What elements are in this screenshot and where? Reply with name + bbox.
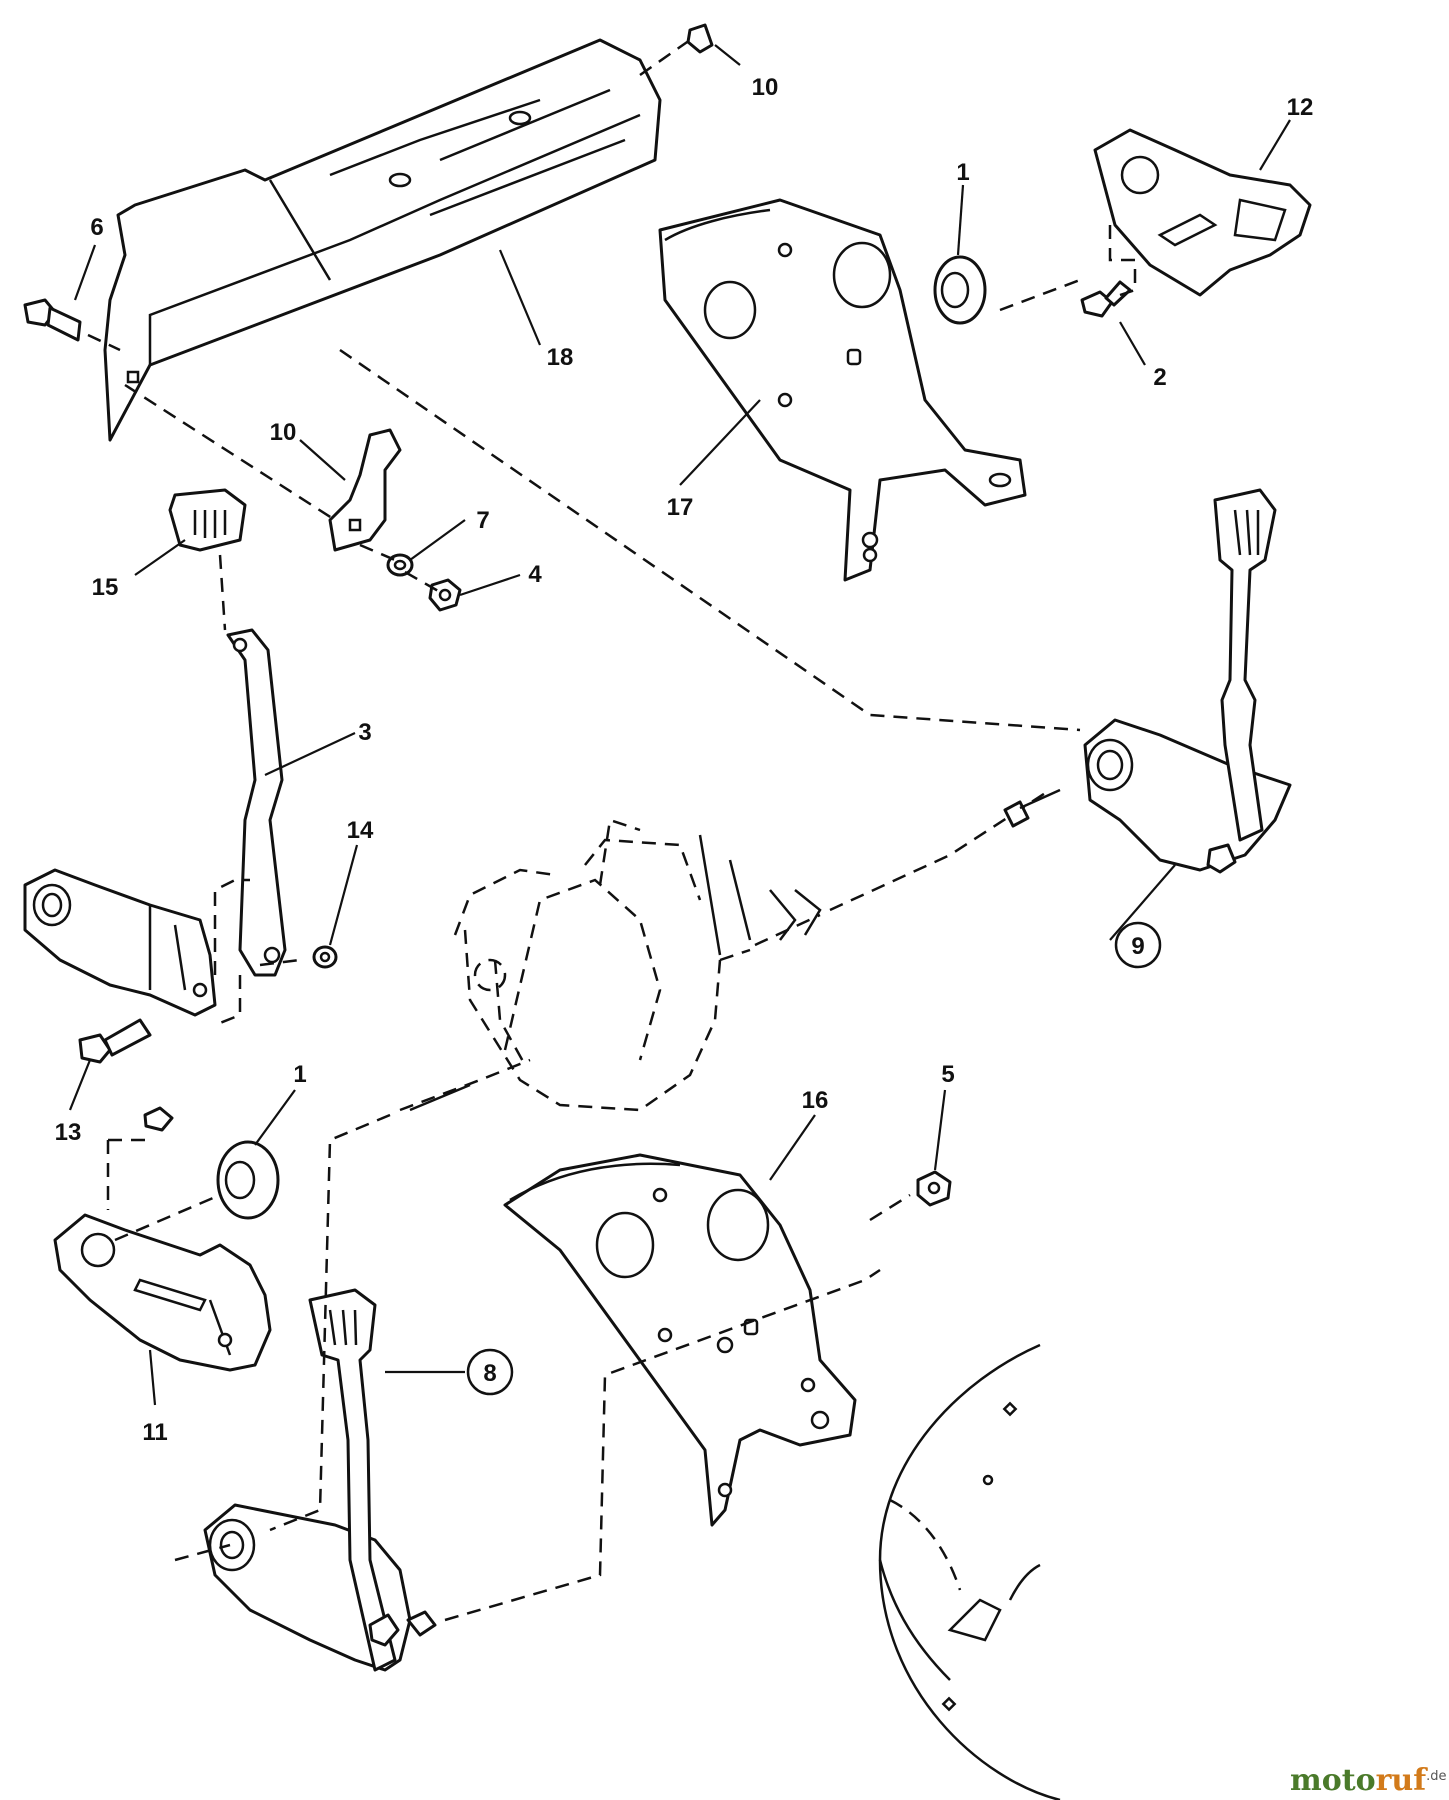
leader-lines: [68, 44, 1291, 1406]
callout-19: 18: [547, 344, 574, 371]
part-18-plate: [658, 198, 1027, 582]
svg-text:motoruf.de: motoruf.de: [1290, 1763, 1447, 1798]
callout-circle-8: [466, 1348, 514, 1396]
callout-18: 17: [667, 494, 694, 521]
callout-7: 7: [476, 507, 489, 534]
callout-14: 13: [55, 1119, 82, 1146]
part-11-lever: [328, 428, 402, 552]
callout-17: 16: [802, 1087, 829, 1114]
callout-2: 2: [1153, 364, 1166, 391]
part-1-bushing-bottom: [216, 1140, 280, 1220]
watermark-suffix: .de: [1426, 1769, 1446, 1784]
pulley-assembly: [399, 818, 722, 1112]
part-16-knob: [168, 488, 247, 552]
callout-4: 4: [528, 561, 542, 588]
part-15-washer: [312, 945, 338, 969]
callout-11: 10: [270, 419, 297, 446]
callout-5: 5: [941, 1061, 954, 1088]
left-mid-bracket: [23, 868, 217, 1017]
assembly-lines: [87, 38, 1137, 1622]
callout-9: 9: [1131, 933, 1144, 960]
part-1-bushing-top: [933, 255, 987, 325]
callout-10: 10: [752, 74, 779, 101]
callout-3: 3: [358, 719, 371, 746]
watermark-logo: motoruf.de: [1290, 1763, 1447, 1798]
part-6-bolt: [23, 298, 82, 342]
part-12-screw: [143, 1106, 174, 1132]
main-shaft: [409, 788, 1061, 1112]
watermark-brand-b: ruf: [1376, 1763, 1429, 1798]
part-7-washer: [386, 553, 414, 577]
callout-8: 8: [483, 1360, 496, 1387]
callout-6: 6: [90, 214, 103, 241]
part-3-lever-arm: [226, 628, 287, 977]
callout-1-bottom: 1: [293, 1061, 306, 1088]
callout-16: 15: [92, 574, 119, 601]
part-17-plate: [503, 1153, 857, 1527]
part-19-housing: [103, 38, 662, 442]
part-10-clip: [686, 23, 714, 54]
part-8-lever-assembly: [203, 1288, 437, 1672]
part-14-bolt: [78, 1018, 152, 1064]
part-13-bracket: [1093, 128, 1312, 297]
part-4-nut: [428, 578, 462, 612]
callout-15: 14: [347, 817, 374, 844]
callout-13: 12: [1287, 94, 1314, 121]
mower-deck: [878, 1343, 1061, 1800]
callout-1-top: 1: [956, 159, 969, 186]
part-5-nut: [916, 1170, 952, 1207]
callout-12: 11: [142, 1419, 167, 1446]
part-12-bracket: [53, 1213, 272, 1372]
part-9-lever-assembly: [1083, 488, 1292, 874]
part-2-screw: [1080, 280, 1132, 318]
callout-circle-9: [1114, 921, 1162, 969]
watermark-brand-a: moto: [1290, 1763, 1376, 1798]
